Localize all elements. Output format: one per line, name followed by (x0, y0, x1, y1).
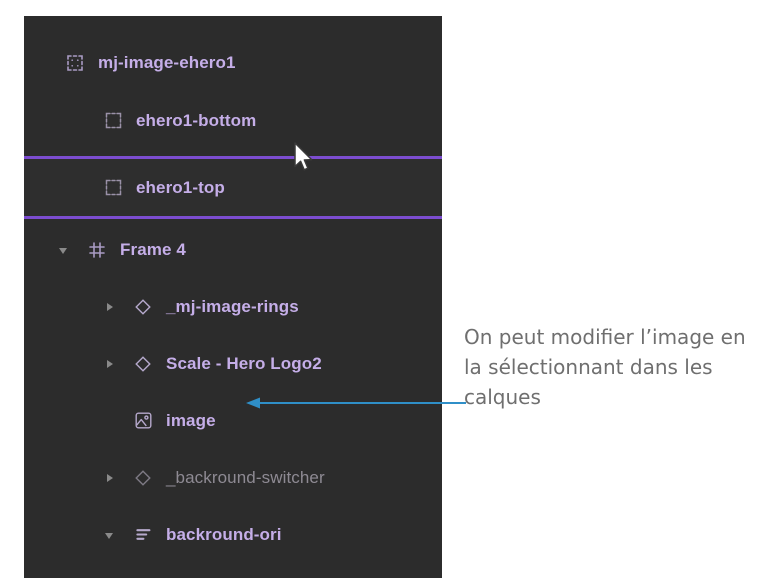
disclosure-none (86, 180, 102, 196)
auto-layout-icon (132, 524, 154, 546)
disclosure-none (102, 413, 118, 429)
annotation-text: On peut modifier l’image en la sélection… (464, 325, 746, 409)
disclosure-triangle-open-icon[interactable] (56, 242, 72, 258)
layer-row-mj-image-rings[interactable]: _mj-image-rings (24, 278, 442, 335)
layers-panel[interactable]: mj-image-ehero1 ehero1-bottom (24, 16, 442, 578)
drop-indicator-bottom (24, 216, 442, 219)
layer-label: _backround-switcher (166, 467, 325, 487)
layer-label: mj-image-ehero1 (98, 52, 236, 72)
layer-row-ehero1-top[interactable]: ehero1-top (24, 159, 442, 216)
disclosure-triangle-closed-icon[interactable] (102, 470, 118, 486)
layer-label: ehero1-top (136, 177, 225, 197)
component-instance-icon (132, 296, 154, 318)
disclosure-none (48, 55, 64, 71)
layer-label: backround-ori (166, 524, 282, 544)
layer-row-backround-ori[interactable]: backround-ori (24, 506, 442, 563)
layer-row-mj-image-ehero1[interactable]: mj-image-ehero1 (24, 34, 442, 91)
image-icon (132, 410, 154, 432)
layer-label: image (166, 410, 216, 430)
layer-row-scale-hero-logo2[interactable]: Scale - Hero Logo2 (24, 335, 442, 392)
layer-row-frame-4[interactable]: Frame 4 (24, 221, 442, 278)
layer-label: Scale - Hero Logo2 (166, 353, 322, 373)
section-icon (64, 52, 86, 74)
callout-arrow-icon (246, 397, 466, 409)
layer-row-clipped[interactable]: ill-lights-in-the-sky (24, 563, 442, 578)
layer-label: _mj-image-rings (166, 296, 299, 316)
layer-row-backround-switcher[interactable]: _backround-switcher (24, 449, 442, 506)
component-instance-icon (132, 467, 154, 489)
layer-label: Frame 4 (120, 239, 186, 259)
layer-label: ehero1-bottom (136, 110, 257, 130)
disclosure-triangle-closed-icon[interactable] (102, 356, 118, 372)
mouse-cursor-icon (294, 142, 313, 171)
component-instance-icon (132, 353, 154, 375)
disclosure-triangle-open-icon[interactable] (102, 527, 118, 543)
disclosure-none (86, 113, 102, 129)
drop-indicator-top (24, 156, 442, 159)
slice-icon (102, 110, 124, 132)
frame-icon (86, 239, 108, 261)
slice-icon (102, 177, 124, 199)
layer-row-ehero1-bottom[interactable]: ehero1-bottom (24, 92, 442, 149)
layer-row-image[interactable]: image (24, 392, 442, 449)
disclosure-triangle-closed-icon[interactable] (102, 299, 118, 315)
